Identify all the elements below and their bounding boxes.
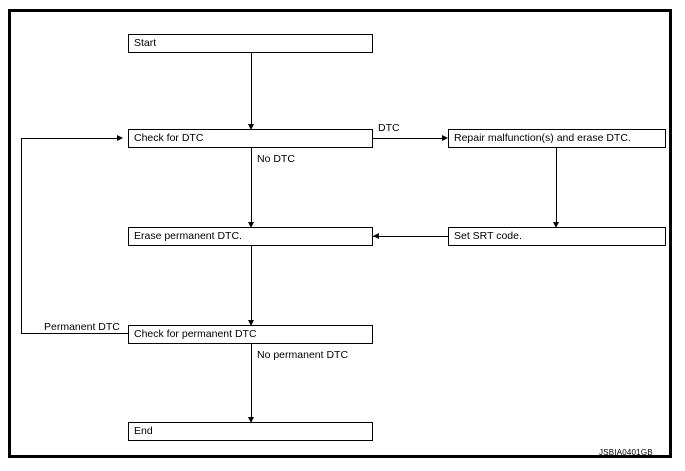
node-end[interactable]: End bbox=[128, 422, 373, 441]
connector-erase-permanent-to-check-permanent bbox=[251, 246, 252, 320]
connector-check-dtc-to-erase-permanent bbox=[251, 148, 252, 222]
edge-label-no-permanent-dtc: No permanent DTC bbox=[255, 349, 351, 361]
connector-repair-to-set-srt bbox=[556, 148, 557, 222]
arrowhead-check-permanent-to-end bbox=[247, 417, 254, 423]
arrowhead-repair-to-set-srt bbox=[552, 222, 559, 228]
connector-check-permanent-to-end bbox=[251, 344, 252, 417]
arrowhead-check-dtc-to-repair bbox=[442, 134, 448, 141]
edge-label-permanent-dtc: Permanent DTC bbox=[42, 321, 122, 333]
edge-label-no-dtc: No DTC bbox=[255, 153, 297, 165]
node-repair-malfunctions[interactable]: Repair malfunction(s) and erase DTC. bbox=[448, 129, 666, 148]
node-start[interactable]: Start bbox=[128, 34, 373, 53]
node-erase-permanent-dtc[interactable]: Erase permanent DTC. bbox=[128, 227, 373, 246]
arrowhead-erase-permanent-to-check-permanent bbox=[247, 320, 254, 326]
connector-feedback-left bbox=[21, 138, 22, 334]
diagram-frame: Start Check for DTC Repair malfunction(s… bbox=[8, 9, 672, 458]
connector-feedback-bottom bbox=[21, 333, 129, 334]
connector-start-to-check-dtc bbox=[251, 53, 252, 124]
node-check-for-dtc[interactable]: Check for DTC bbox=[128, 129, 373, 148]
arrowhead-start-to-check-dtc bbox=[247, 124, 254, 130]
edge-label-dtc: DTC bbox=[376, 122, 402, 134]
image-code-label: JSBIA0401GB bbox=[599, 448, 653, 457]
arrowhead-set-srt-to-erase-permanent bbox=[373, 232, 379, 239]
connector-check-dtc-to-repair bbox=[373, 138, 443, 139]
node-check-for-permanent-dtc[interactable]: Check for permanent DTC bbox=[128, 325, 373, 344]
connector-set-srt-to-erase-permanent bbox=[373, 236, 448, 237]
arrowhead-feedback-to-check-dtc bbox=[117, 134, 123, 141]
node-set-srt-code[interactable]: Set SRT code. bbox=[448, 227, 666, 246]
connector-feedback-top bbox=[21, 138, 118, 139]
arrowhead-check-dtc-to-erase-permanent bbox=[247, 222, 254, 228]
